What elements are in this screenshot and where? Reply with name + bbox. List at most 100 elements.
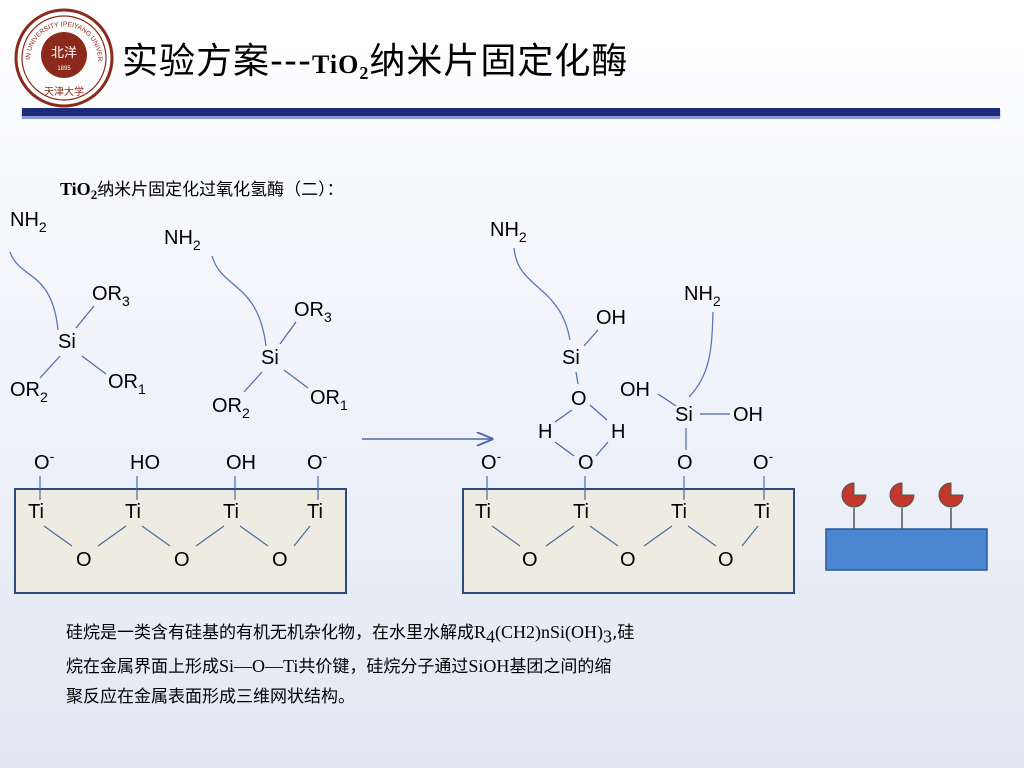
- title-formula: TiO: [311, 50, 360, 79]
- bond-line: [81, 355, 107, 375]
- grafted-silane-2: NH2 OH Si OH: [620, 283, 763, 450]
- surface-oxygen: O: [677, 452, 693, 474]
- bridging-oxygen: O: [174, 549, 190, 571]
- surface-box: [14, 488, 347, 594]
- silane-molecule-2: NH2 OR3 Si OR2 OR1: [164, 227, 348, 421]
- amine-label: NH2: [10, 209, 47, 235]
- bond-line: [283, 369, 309, 389]
- bond-line: [97, 525, 127, 547]
- surface-hydroxyl: OH: [226, 452, 256, 474]
- enzyme-icon: [841, 482, 867, 508]
- titanium-label: Ti: [223, 501, 239, 523]
- bond-line: [39, 355, 61, 379]
- title-text: 实验方案---: [122, 41, 312, 82]
- bond-line: [583, 329, 599, 347]
- amine-label: NH2: [164, 227, 201, 253]
- bond-line: [141, 525, 171, 547]
- surface-o-minus: O-: [481, 448, 502, 474]
- section-subtitle: TiO2纳米片固定化过氧化氢酶（二）：: [60, 175, 344, 203]
- bond-line: [595, 441, 609, 457]
- surface-o-minus: O-: [307, 448, 328, 474]
- alkyl-chain: [688, 311, 714, 398]
- bond-line: [589, 525, 619, 547]
- bond-line: [554, 409, 573, 423]
- title-rule-highlight: [22, 116, 1000, 119]
- enzyme-icon: [889, 482, 915, 508]
- silicon-label: Si: [562, 347, 580, 369]
- bond-line: [75, 305, 95, 329]
- titanium-label: Ti: [573, 501, 589, 523]
- tio2-surface-after: O- O O O- Ti Ti Ti Ti O O O: [462, 448, 795, 594]
- titanium-label: Ti: [671, 501, 687, 523]
- bond-line: [279, 321, 297, 345]
- title-formula-subscript: 2: [359, 63, 370, 83]
- alkyl-chain: [513, 247, 571, 341]
- oxygen-label: O: [571, 388, 587, 410]
- bond-line: [687, 525, 717, 547]
- titanium-label: Ti: [307, 501, 323, 523]
- or2-label: OR2: [212, 395, 250, 421]
- description-paragraph: 硅烷是一类含有硅基的有机无机杂化物，在水里水解成R4(CH2)nSi(OH)3,…: [66, 617, 906, 712]
- title-suffix: 纳米片固定化酶: [369, 41, 629, 82]
- or2-label: OR2: [10, 379, 48, 405]
- titanium-label: Ti: [28, 501, 44, 523]
- titanium-label: Ti: [125, 501, 141, 523]
- silanol-label: OH: [596, 307, 626, 329]
- bond-line: [545, 525, 575, 547]
- silanol-label: OH: [733, 404, 763, 426]
- bond-line: [239, 525, 269, 547]
- hydrogen-label: H: [538, 421, 552, 443]
- paragraph-line: 烷在金属界面上形成Si—O—Ti共价键，硅烷分子通过SiOH基团之间的缩: [66, 656, 612, 678]
- subtitle-text: 纳米片固定化过氧化氢酶（二）：: [97, 180, 344, 200]
- amine-label: NH2: [490, 219, 527, 245]
- subtitle-formula: TiO: [60, 179, 91, 199]
- or3-label: OR3: [92, 283, 130, 309]
- surface-o-minus: O-: [34, 448, 55, 474]
- paragraph-line: 聚反应在金属表面形成三维网状结构。: [66, 687, 355, 708]
- silicon-label: Si: [675, 404, 693, 426]
- silicon-label: Si: [58, 331, 76, 353]
- bond-line: [293, 525, 311, 547]
- bridging-oxygen: O: [620, 549, 636, 571]
- tio2-surface-before: O- HO OH O- Ti Ti Ti Ti O O O: [14, 448, 347, 594]
- bridging-oxygen: O: [76, 549, 92, 571]
- university-seal-icon: TIANJIN UNIVERSITY (PEIYANG UNIVERSITY) …: [14, 8, 114, 108]
- alkyl-chain: [211, 255, 267, 347]
- surface-hydroxyl: HO: [130, 452, 160, 474]
- title-rule: [22, 108, 1000, 116]
- bond-line: [491, 525, 521, 547]
- seal-center-text: 北洋: [51, 46, 77, 61]
- bridging-oxygen: O: [522, 549, 538, 571]
- bond-line: [657, 393, 677, 407]
- bond-line: [195, 525, 225, 547]
- titanium-label: Ti: [475, 501, 491, 523]
- or1-label: OR1: [310, 387, 348, 413]
- bond-line: [575, 371, 579, 385]
- surface-oxygen: O: [578, 452, 594, 474]
- bond-line: [243, 371, 263, 393]
- or1-label: OR1: [108, 371, 146, 397]
- or3-label: OR3: [294, 299, 332, 325]
- seal-year: 1895: [57, 66, 71, 72]
- titanium-label: Ti: [754, 501, 770, 523]
- bridging-oxygen: O: [272, 549, 288, 571]
- support-block: [825, 528, 988, 571]
- bond-line: [554, 441, 575, 457]
- page-title: 实验方案---TiO2纳米片固定化酶: [122, 32, 628, 84]
- bond-line: [741, 525, 759, 547]
- surface-box: [462, 488, 795, 594]
- silicon-label: Si: [261, 347, 279, 369]
- bond-line: [589, 404, 608, 421]
- amine-label: NH2: [684, 283, 721, 309]
- silanol-label: OH: [620, 379, 650, 401]
- immobilized-enzyme-schematic: [825, 482, 988, 571]
- grafted-silane-1: NH2 OH Si O H H: [490, 219, 626, 457]
- subtitle-formula-subscript: 2: [90, 187, 98, 202]
- enzyme-icon: [938, 482, 964, 508]
- bond-line: [43, 525, 73, 547]
- bridging-oxygen: O: [718, 549, 734, 571]
- alkyl-chain: [9, 251, 59, 331]
- hydrogen-label: H: [611, 421, 625, 443]
- paragraph-line: 硅烷是一类含有硅基的有机无机杂化物，在水里水解成R4(CH2)nSi(OH)3,…: [66, 622, 635, 647]
